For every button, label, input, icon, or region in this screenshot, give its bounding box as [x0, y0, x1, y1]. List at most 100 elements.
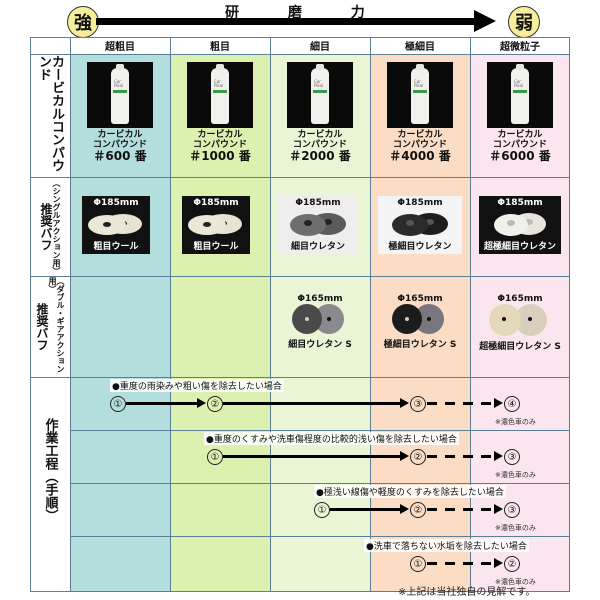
step-circle: ②: [207, 396, 223, 412]
process-case-2: ●重度のくすみや洗車傷程度の比較的浅い傷を除去したい場合: [204, 432, 459, 445]
arrow-head-icon: [400, 398, 409, 408]
product-name: カービカル: [97, 130, 143, 140]
bottle-image: Car Pikal: [387, 62, 453, 128]
grit-number: ＃6000 番: [489, 149, 551, 163]
header-corner: [30, 37, 70, 54]
pad-size: Φ165mm: [397, 294, 443, 304]
product-name: カービカル: [497, 130, 543, 140]
solid-arrow-line: [223, 402, 401, 405]
column-header: 粗目: [170, 37, 270, 54]
comparison-table: 超粗目 粗目 細目 極細目 超微粒子 カービカルコンパウンド 推奨バフ （シング…: [30, 37, 570, 592]
dark-car-note: ※濃色車のみ: [495, 418, 536, 426]
pad-wool-coarse-2: Φ185mm 粗目ウール: [182, 196, 250, 254]
pad-size: Φ185mm: [295, 198, 341, 208]
row-label-process: 作業工程（手順）: [30, 378, 70, 592]
compound-2000: Car Pikal カービカル コンパウンド ＃2000 番: [287, 62, 353, 163]
dashed-arrow-line: [427, 562, 495, 565]
dashed-arrow-line: [427, 455, 495, 458]
dashed-arrow-line: [427, 402, 495, 405]
step-circle: ③: [504, 449, 520, 465]
product-name: コンパウンド: [92, 140, 147, 150]
step-circle: ④: [504, 396, 520, 412]
dashed-arrow-line: [427, 508, 495, 511]
abrasion-power-label: 研 磨 力: [225, 5, 387, 21]
pad-name: 細目ウレタン: [290, 242, 345, 252]
single-pad-sublabel: （シングルアクション用）: [52, 179, 61, 275]
arrow-head-icon: [400, 451, 409, 461]
pad-name: 超極細目ウレタン: [483, 242, 556, 252]
step-circle: ①: [207, 449, 223, 465]
strong-label: 強: [74, 13, 92, 34]
pad-size: Φ165mm: [497, 294, 543, 304]
pad-name: 細目ウレタン S: [288, 340, 352, 350]
pad-urethane-s-ultra-fine: Φ165mm 超極細目ウレタン S: [475, 294, 565, 352]
process-case-4: ●洗車で落ちない水垢を除去したい場合: [364, 539, 529, 552]
flat-pad-icon: [392, 304, 448, 334]
column-bg-2: [170, 37, 270, 592]
compound-label: カービカルコンパウンド: [36, 55, 64, 172]
weak-label: 弱: [515, 13, 533, 34]
pad-urethane-extra-fine: Φ185mm 極細目ウレタン: [378, 196, 462, 254]
grit-number: ＃1000 番: [189, 149, 251, 163]
product-name: カービカル: [197, 130, 243, 140]
arrow-head-icon: [494, 558, 503, 568]
arrow-head-icon: [494, 398, 503, 408]
pad-size: Φ185mm: [397, 198, 443, 208]
compound-1000: Car Pikal カービカル コンパウンド ＃1000 番: [187, 62, 253, 163]
product-name: コンパウンド: [392, 140, 447, 150]
pad-size: Φ185mm: [193, 198, 239, 208]
product-name: コンパウンド: [492, 140, 547, 150]
pad-urethane-s-extra-fine: Φ165mm 極細目ウレタン S: [375, 294, 465, 350]
pad-size: Φ185mm: [93, 198, 139, 208]
pad-urethane-fine: Φ185mm 細目ウレタン: [278, 196, 358, 254]
process-label: 作業工程（手順）: [42, 418, 58, 522]
column-bg-1: [70, 37, 170, 592]
dark-car-note: ※濃色車のみ: [495, 578, 536, 586]
strong-badge: 強: [67, 6, 99, 38]
process-case-3: ●極浅い線傷や軽度のくすみを除去したい場合: [314, 485, 506, 498]
compound-6000: Car Pikal カービカル コンパウンド ＃6000 番: [487, 62, 553, 163]
bottle-image: Car Pikal: [187, 62, 253, 128]
dark-car-note: ※濃色車のみ: [495, 471, 536, 479]
column-header: 極細目: [370, 37, 470, 54]
step-circle: ③: [410, 396, 426, 412]
arrow-head-icon: [494, 504, 503, 514]
pad-name: 粗目ウール: [193, 242, 239, 252]
row-label-single-pad: 推奨バフ （シングルアクション用）: [30, 178, 70, 276]
step-circle: ②: [410, 502, 426, 518]
column-header: 超微粒子: [470, 37, 570, 54]
pad-urethane-s-fine: Φ165mm 細目ウレタン S: [275, 294, 365, 350]
abrasion-arrow-line: [96, 18, 476, 25]
arrow-head-icon: [197, 398, 206, 408]
arrow-head-icon: [400, 504, 409, 514]
urethane-pad-icon: [490, 212, 550, 236]
process-case-1: ●重度の雨染みや粗い傷を除去したい場合: [110, 379, 284, 392]
solid-arrow-line: [126, 402, 198, 405]
double-pad-label: 推奨バフ: [35, 303, 49, 351]
single-pad-label: 推奨バフ: [39, 203, 53, 251]
arrow-head-icon: [494, 451, 503, 461]
pad-name: 極細目ウレタン S: [383, 340, 457, 350]
row-label-double-pad: 推奨バフ （ダブル・ギアアクション用）: [30, 277, 70, 377]
weak-badge: 弱: [508, 6, 540, 38]
step-circle: ①: [110, 396, 126, 412]
pad-size: Φ185mm: [497, 198, 543, 208]
urethane-pad-icon: [390, 212, 450, 236]
flat-pad-icon: [292, 304, 348, 334]
pad-name: 粗目ウール: [93, 242, 139, 252]
bottle-image: Car Pikal: [287, 62, 353, 128]
pad-wool-coarse-1: Φ185mm 粗目ウール: [82, 196, 150, 254]
step-circle: ①: [410, 556, 426, 572]
bottle-image: Car Pikal: [87, 62, 153, 128]
pad-name: 超極細目ウレタン S: [479, 342, 561, 352]
compound-4000: Car Pikal カービカル コンパウンド ＃4000 番: [387, 62, 453, 163]
product-name: コンパウンド: [192, 140, 247, 150]
grit-number: ＃4000 番: [389, 149, 451, 163]
urethane-pad-icon: [288, 212, 348, 236]
pad-urethane-ultra-fine: Φ185mm 超極細目ウレタン: [479, 196, 561, 254]
pad-size: Φ165mm: [297, 294, 343, 304]
product-name: カービカル: [297, 130, 343, 140]
pad-name: 極細目ウレタン: [388, 242, 452, 252]
solid-arrow-line: [223, 455, 401, 458]
step-circle: ①: [314, 502, 330, 518]
